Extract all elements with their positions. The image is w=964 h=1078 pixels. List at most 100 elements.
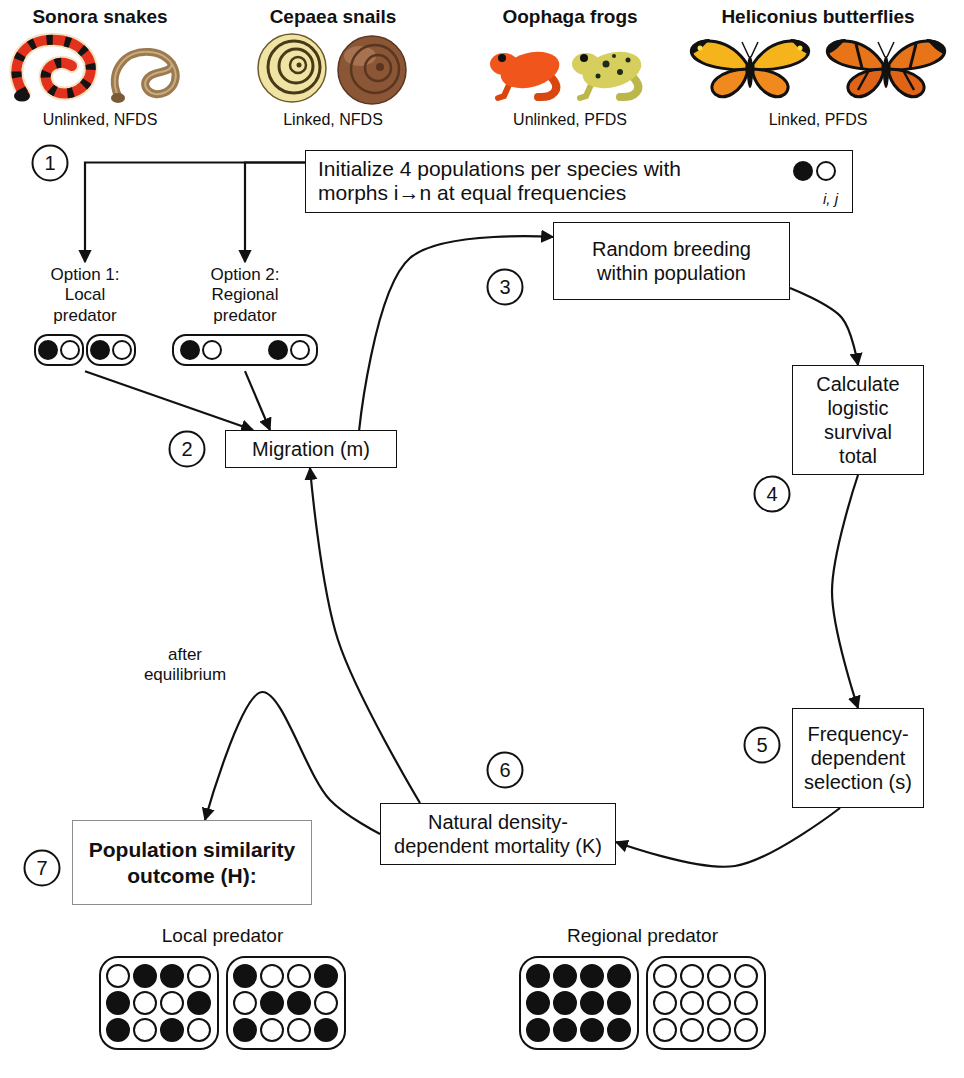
circle-outline bbox=[25, 851, 60, 886]
morph-dot bbox=[581, 992, 603, 1014]
step-number-circle: 3 bbox=[486, 268, 524, 306]
step-number-circle: 5 bbox=[743, 726, 781, 764]
morph-dot bbox=[654, 1019, 676, 1041]
morph-dot bbox=[188, 1019, 210, 1041]
population-outline bbox=[647, 957, 765, 1049]
morph-dot bbox=[288, 965, 310, 987]
flow-arrow bbox=[245, 371, 270, 430]
population-outline bbox=[227, 957, 345, 1049]
species-name: Heliconius butterflies bbox=[688, 6, 948, 29]
model-type: Unlinked, NFDS bbox=[0, 110, 230, 129]
box-text: Random breeding within population bbox=[584, 237, 759, 285]
box-text: Calculate logistic survival total bbox=[806, 372, 910, 468]
banded-snail-shell bbox=[258, 34, 326, 102]
outcome-label: Local predator bbox=[95, 925, 350, 948]
morph-dot bbox=[735, 992, 757, 1014]
process-box: Random breeding within population bbox=[553, 222, 790, 300]
population-graphic bbox=[30, 331, 140, 371]
morph-dot bbox=[261, 992, 283, 1014]
orange-frog-illustration bbox=[490, 46, 563, 98]
orange-butterfly-illustration bbox=[827, 39, 944, 97]
step-number-circle: 1 bbox=[31, 144, 69, 182]
morph-dot bbox=[234, 992, 256, 1014]
morph-dot bbox=[261, 1019, 283, 1041]
morph-dot bbox=[315, 965, 337, 987]
flow-arrow bbox=[245, 163, 305, 263]
box-text: Migration (m) bbox=[252, 437, 370, 461]
morph-dot bbox=[288, 992, 310, 1014]
morph-dot bbox=[581, 965, 603, 987]
species-name: Cepaea snails bbox=[203, 6, 463, 29]
step-number: 3 bbox=[499, 276, 510, 299]
morph-dot bbox=[681, 965, 703, 987]
flow-arrow bbox=[790, 288, 858, 365]
ground-snake-illustration bbox=[111, 52, 176, 103]
step-number: 4 bbox=[766, 483, 777, 506]
population-outline bbox=[87, 335, 135, 365]
morph-dot bbox=[681, 992, 703, 1014]
circle-outline bbox=[488, 270, 523, 305]
morph-dot bbox=[527, 992, 549, 1014]
morph-dot bbox=[654, 965, 676, 987]
population-graphic bbox=[170, 331, 320, 371]
morph-dot bbox=[554, 1019, 576, 1041]
step-number-circle: 4 bbox=[753, 475, 791, 513]
process-box: Frequency-dependent selection (s) bbox=[792, 708, 924, 808]
morph-dot bbox=[608, 1019, 630, 1041]
morph-dot bbox=[107, 1019, 129, 1041]
spotted-frog-illustration bbox=[572, 46, 645, 98]
outcome-box: Population similarity outcome (H): bbox=[72, 820, 312, 905]
flow-arrow bbox=[310, 468, 420, 803]
circle-outline bbox=[745, 728, 780, 763]
morph-dot bbox=[794, 162, 812, 180]
flow-arrow bbox=[205, 692, 380, 834]
step-number: 5 bbox=[756, 734, 767, 757]
morph-dot bbox=[234, 1019, 256, 1041]
morph-dot bbox=[735, 965, 757, 987]
process-box: Natural density-dependent mortality (K) bbox=[380, 803, 616, 865]
initialization-box: Initialize 4 populations per species wit… bbox=[305, 150, 853, 213]
step-number-circle: 7 bbox=[23, 849, 61, 887]
step-number: 1 bbox=[44, 152, 55, 175]
morph-dot bbox=[261, 965, 283, 987]
flow-arrow bbox=[616, 808, 840, 867]
morph-dot bbox=[188, 965, 210, 987]
circle-outline bbox=[170, 432, 205, 467]
morph-dot bbox=[161, 1019, 183, 1041]
morph-dot bbox=[708, 965, 730, 987]
brown-snail-shell bbox=[338, 36, 406, 104]
morph-dot bbox=[134, 965, 156, 987]
morph-dot bbox=[107, 965, 129, 987]
morph-dot bbox=[554, 965, 576, 987]
morph-label: i, j bbox=[823, 190, 838, 207]
model-type: Linked, NFDS bbox=[203, 110, 463, 129]
morph-dot bbox=[708, 992, 730, 1014]
species-name: Oophaga frogs bbox=[440, 6, 700, 29]
morph-dot bbox=[608, 965, 630, 987]
population-graphic bbox=[95, 953, 350, 1053]
predator-option: Option 2: Regional predator bbox=[170, 262, 320, 371]
morph-dot bbox=[181, 341, 199, 359]
morph-dot bbox=[234, 965, 256, 987]
flow-arrow bbox=[359, 236, 553, 430]
population-outline bbox=[35, 335, 83, 365]
option-label: Option 1: Local predator bbox=[40, 265, 130, 326]
morph-dot bbox=[39, 341, 57, 359]
circle-outline bbox=[488, 753, 523, 788]
morph-dot bbox=[91, 341, 109, 359]
morph-dot bbox=[708, 1019, 730, 1041]
flow-arrow bbox=[832, 475, 858, 708]
circle-outline bbox=[33, 146, 68, 181]
edge-label: after equilibrium bbox=[133, 645, 237, 686]
morph-dot bbox=[288, 1019, 310, 1041]
box-text: Initialize 4 populations per species wit… bbox=[318, 157, 718, 205]
step-number: 6 bbox=[499, 759, 510, 782]
species-name: Sonora snakes bbox=[0, 6, 230, 29]
step-number-circle: 6 bbox=[486, 751, 524, 789]
morph-dot bbox=[554, 992, 576, 1014]
model-type: Unlinked, PFDS bbox=[440, 110, 700, 129]
process-box: Calculate logistic survival total bbox=[792, 365, 924, 475]
box-text: Population similarity outcome (H): bbox=[81, 837, 303, 887]
morph-dot bbox=[134, 992, 156, 1014]
box-text: Frequency-dependent selection (s) bbox=[801, 722, 915, 794]
